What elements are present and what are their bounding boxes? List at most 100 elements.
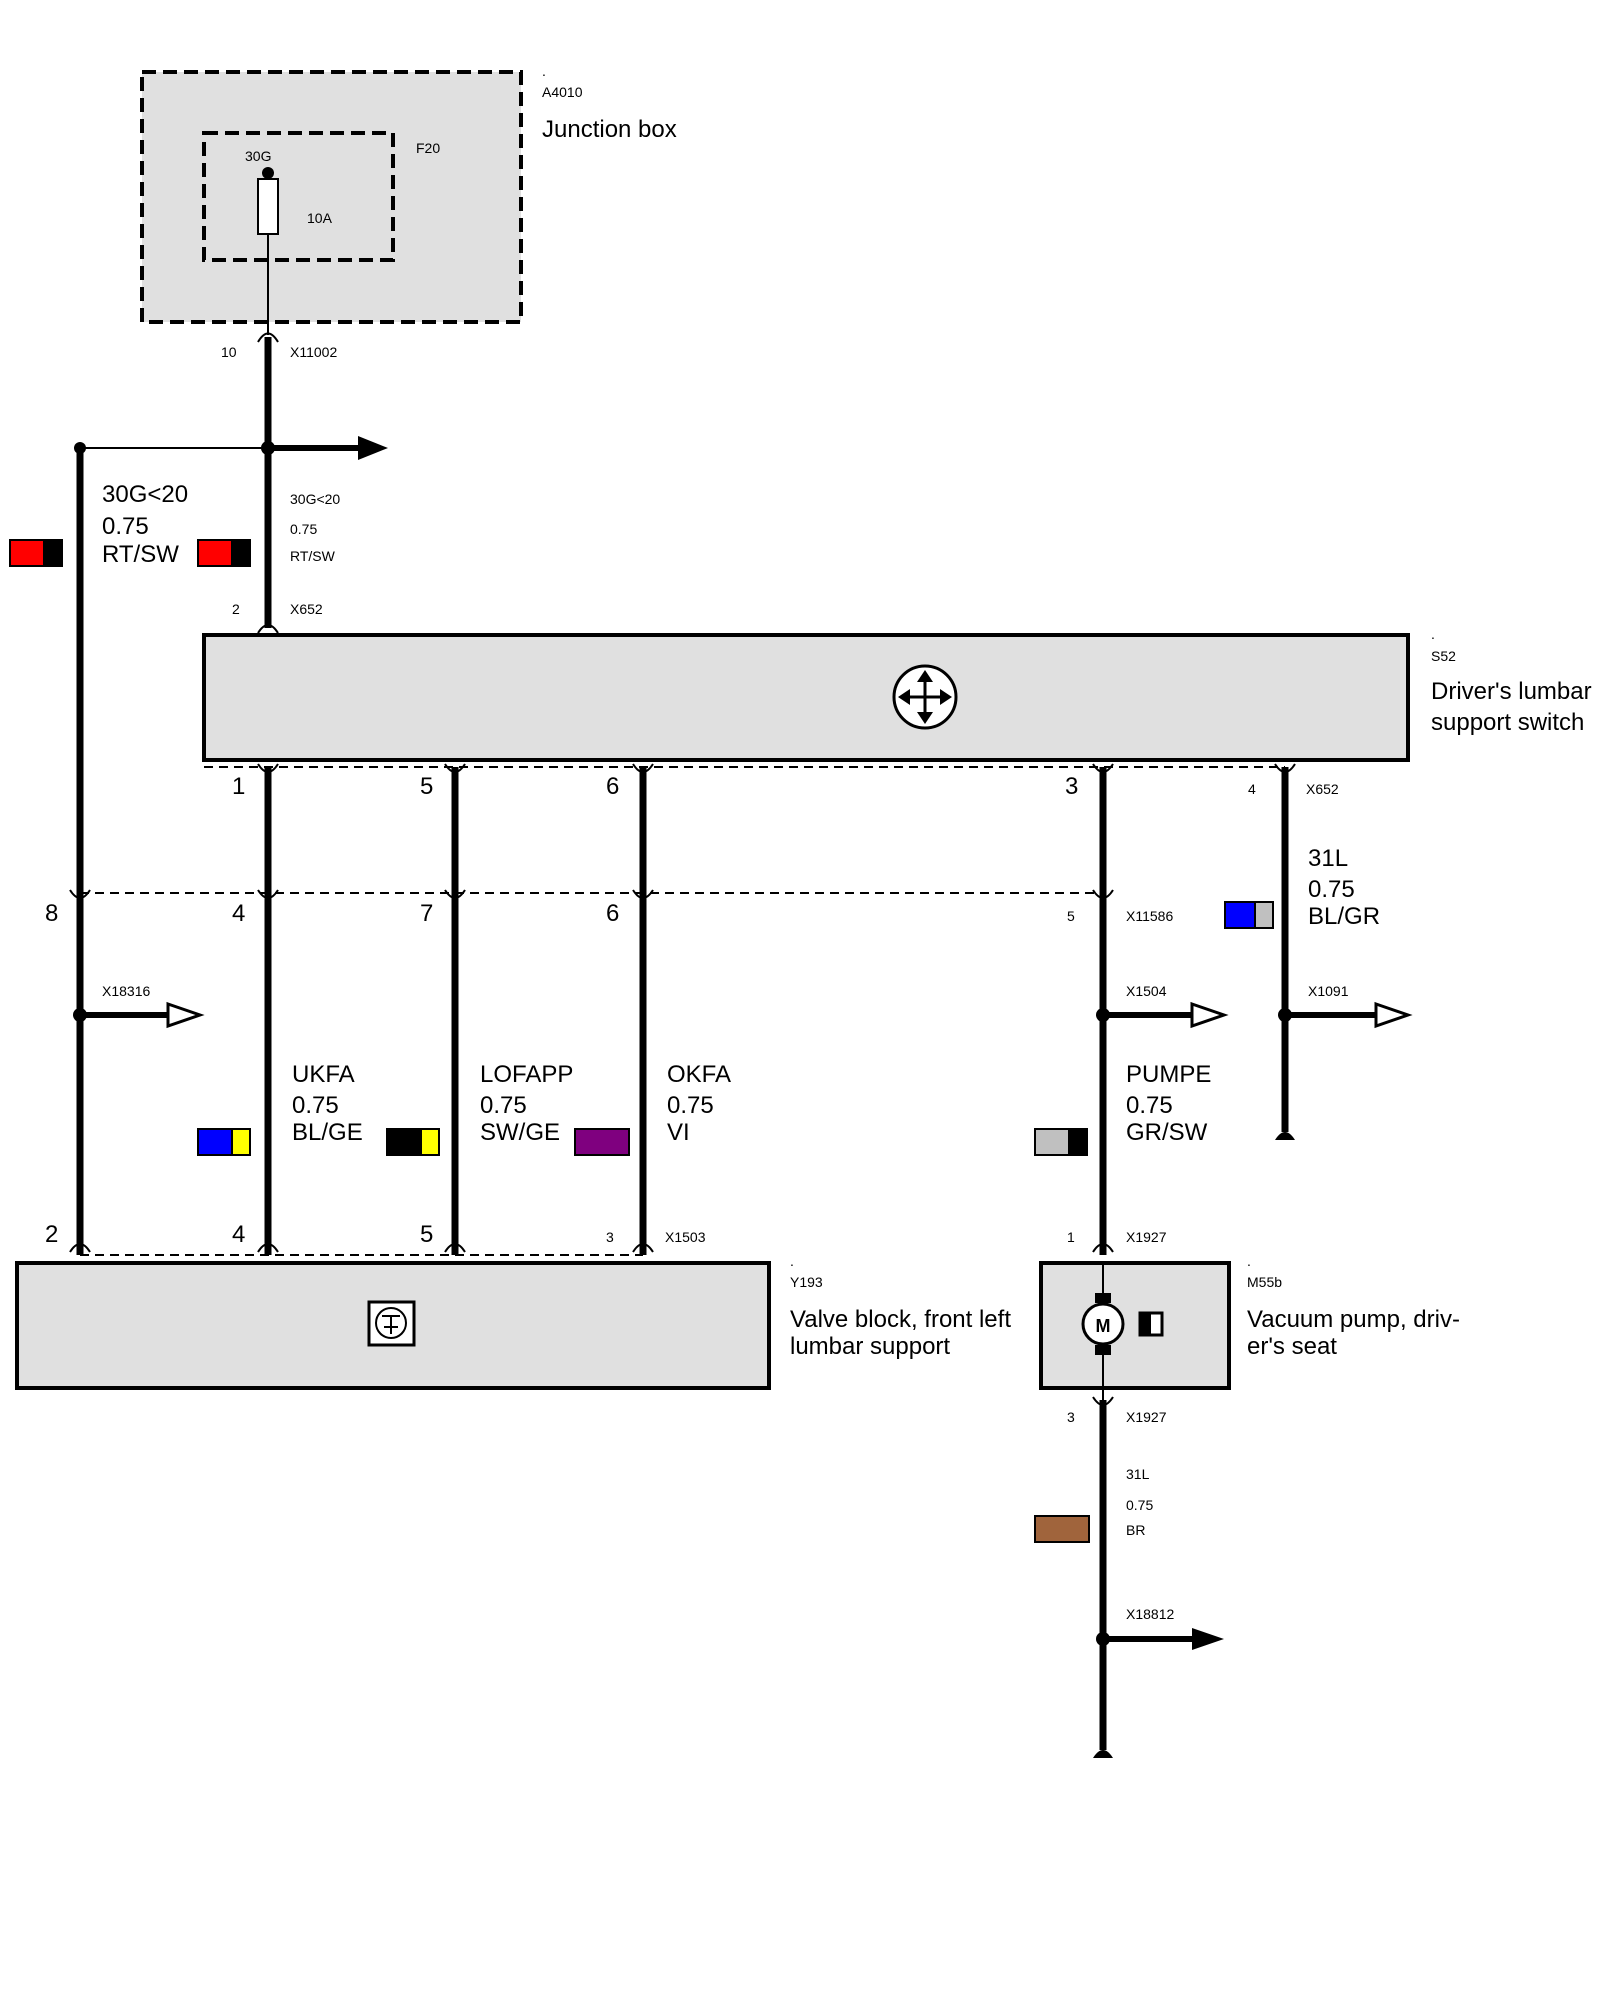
lofapp-color-swatch bbox=[386, 1128, 440, 1156]
lumbar-switch-name-line1: Driver's lumbar bbox=[1431, 678, 1592, 705]
left-wire-color-swatch bbox=[9, 539, 63, 567]
ukfa-color-code: BL/GE bbox=[292, 1119, 363, 1146]
valve-pin-4: 4 bbox=[232, 1221, 245, 1248]
splice-x1504: X1504 bbox=[1096, 983, 1229, 1029]
ukfa-color-swatch bbox=[197, 1128, 251, 1156]
switch-bottom-connector: X652 bbox=[1306, 781, 1339, 797]
lofapp-color-code: SW/GE bbox=[480, 1119, 560, 1146]
switch-pin-5: 5 bbox=[420, 773, 433, 800]
junction-box: . A4010 Junction box F20 30G 10A 10 X110… bbox=[140, 63, 677, 360]
switch-pin-3: 3 bbox=[1065, 773, 1078, 800]
vacuum-pump-name-line1: Vacuum pump, driv- bbox=[1247, 1306, 1460, 1333]
valve-block-id: Y193 bbox=[790, 1274, 823, 1290]
lumbar-switch-id: S52 bbox=[1431, 648, 1456, 664]
pump-ground-color-swatch bbox=[1034, 1515, 1090, 1543]
pump-top-connector: X1927 bbox=[1126, 1229, 1167, 1245]
ukfa-signal: UKFA bbox=[292, 1061, 355, 1088]
vacuum-pump-id: M55b bbox=[1247, 1274, 1282, 1290]
ground-wire-signal: 31L bbox=[1308, 845, 1348, 872]
splice-left-id: X18316 bbox=[102, 983, 150, 999]
connector-mark-x652-in bbox=[257, 624, 279, 634]
supply-wire-signal: 30G<20 bbox=[290, 491, 340, 507]
valve-pin-5: 5 bbox=[420, 1221, 433, 1248]
left-wire-color-code: RT/SW bbox=[102, 541, 179, 568]
intermediate-pin-7: 7 bbox=[420, 900, 433, 927]
intermediate-pin-4: 4 bbox=[232, 900, 245, 927]
splice-ground-id: X1091 bbox=[1308, 983, 1349, 999]
okfa-color-code: VI bbox=[667, 1119, 690, 1146]
four-way-switch-icon bbox=[892, 664, 958, 730]
ground-wire-size: 0.75 bbox=[1308, 876, 1355, 903]
splice-bottom-arrow-icon bbox=[1192, 1628, 1224, 1650]
supply-continue-arrow-icon bbox=[358, 436, 388, 460]
pump-connector-icon bbox=[1138, 1311, 1164, 1337]
lofapp-size: 0.75 bbox=[480, 1092, 527, 1119]
pump-bottom-pin: 3 bbox=[1067, 1409, 1075, 1425]
left-wire-signal: 30G<20 bbox=[102, 481, 188, 508]
supply-wire-color-code: RT/SW bbox=[290, 548, 336, 564]
junction-box-outline bbox=[140, 70, 523, 324]
switch-in-pin: 2 bbox=[232, 601, 240, 617]
intermediate-connector-id: X11586 bbox=[1126, 908, 1173, 924]
junction-box-dot: . bbox=[542, 63, 546, 79]
left-wire-size: 0.75 bbox=[102, 513, 149, 540]
intermediate-pin-6: 6 bbox=[606, 900, 619, 927]
motor-icon: M bbox=[1081, 1293, 1125, 1355]
intermediate-pin-8: 8 bbox=[45, 900, 58, 927]
pump-bottom-connector: X1927 bbox=[1126, 1409, 1167, 1425]
switch-ground-pin: 4 bbox=[1248, 781, 1256, 797]
connector-mark-x11002 bbox=[257, 332, 279, 343]
junction-box-out-pin: 10 bbox=[221, 344, 237, 360]
supply-wire-size: 0.75 bbox=[290, 521, 317, 537]
pumpe-color-swatch bbox=[1034, 1128, 1088, 1156]
wire-label-ukfa: UKFA 0.75 BL/GE bbox=[197, 1061, 363, 1156]
splice-pump-arrow-icon bbox=[1190, 1001, 1229, 1029]
switch-in-connector: X652 bbox=[290, 601, 323, 617]
lofapp-signal: LOFAPP bbox=[480, 1061, 573, 1088]
splice-x18812: X18812 bbox=[1096, 1606, 1224, 1650]
fuse-id: F20 bbox=[416, 140, 440, 156]
intermediate-connector: 8 4 7 6 5 X11586 bbox=[45, 889, 1173, 927]
intermediate-pump-pin: 5 bbox=[1067, 908, 1075, 924]
supply-wire-color-swatch bbox=[197, 539, 251, 567]
valve-pin-3: 3 bbox=[606, 1229, 614, 1245]
splice-x1091: X1091 bbox=[1278, 983, 1413, 1029]
splice-x18316: X18316 bbox=[73, 983, 205, 1029]
valve-block-dot: . bbox=[790, 1253, 794, 1269]
motor-label: M bbox=[1096, 1316, 1111, 1336]
ground-terminal-icon bbox=[1275, 1132, 1295, 1140]
splice-pump-id: X1504 bbox=[1126, 983, 1167, 999]
junction-box-name: Junction box bbox=[542, 116, 677, 143]
vacuum-pump-name-line2: er's seat bbox=[1247, 1333, 1337, 1360]
wire-label-pumpe: PUMPE 0.75 GR/SW bbox=[1034, 1061, 1211, 1156]
fuse-icon bbox=[257, 178, 279, 235]
pump-top-pin: 1 bbox=[1067, 1229, 1075, 1245]
lumbar-switch: 2 X652 . S52 Driver's lumbar support swi… bbox=[202, 601, 1592, 800]
wire-label-okfa: OKFA 0.75 VI bbox=[574, 1061, 731, 1156]
pump-ground-size: 0.75 bbox=[1126, 1497, 1153, 1513]
okfa-size: 0.75 bbox=[667, 1092, 714, 1119]
splice-bottom-id: X18812 bbox=[1126, 1606, 1174, 1622]
ground-wire-color-code: BL/GR bbox=[1308, 903, 1380, 930]
connector-marks-switch-bottom bbox=[257, 763, 1296, 773]
lumbar-switch-name-line2: support switch bbox=[1431, 709, 1584, 736]
ukfa-size: 0.75 bbox=[292, 1092, 339, 1119]
valve-pin-2: 2 bbox=[45, 1221, 58, 1248]
switch-pin-6: 6 bbox=[606, 773, 619, 800]
vacuum-pump-body bbox=[1039, 1261, 1231, 1390]
vacuum-pump-dot: . bbox=[1247, 1253, 1251, 1269]
okfa-signal: OKFA bbox=[667, 1061, 731, 1088]
pumpe-size: 0.75 bbox=[1126, 1092, 1173, 1119]
ground-wire-color-swatch bbox=[1224, 901, 1274, 929]
fuse-terminal: 30G bbox=[245, 148, 271, 164]
pumpe-signal: PUMPE bbox=[1126, 1061, 1211, 1088]
lumbar-switch-body bbox=[202, 633, 1410, 762]
splice-left-arrow-icon bbox=[166, 1001, 205, 1029]
switch-pin-1: 1 bbox=[232, 773, 245, 800]
valve-block: 2 4 5 3 X1503 . Y193 Valve block, front … bbox=[15, 1221, 1011, 1390]
lumbar-switch-dot: . bbox=[1431, 626, 1435, 642]
fuse-compartment bbox=[202, 131, 395, 262]
pump-ground-signal: 31L bbox=[1126, 1466, 1150, 1482]
pump-ground-color-code: BR bbox=[1126, 1522, 1145, 1538]
